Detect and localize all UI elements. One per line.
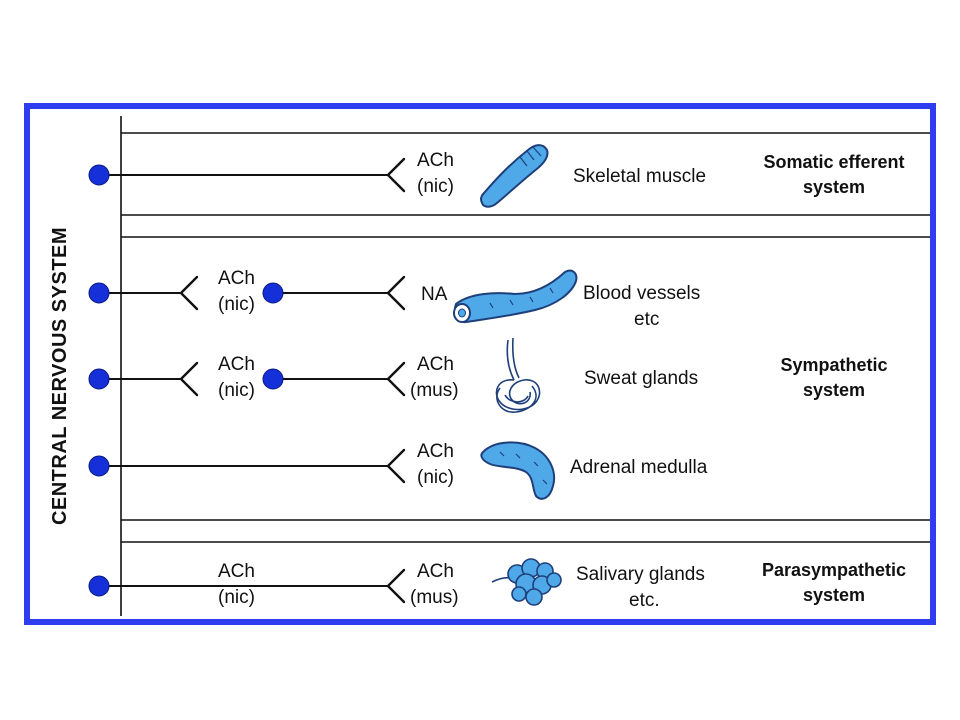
- somatic-pathway-row: ACh (nic) Skeletal muscle: [88, 144, 706, 208]
- salivary-gland-icon: [491, 558, 562, 606]
- preganglionic-receptor-label: (nic): [218, 380, 255, 401]
- nerve-ending-icon: [179, 275, 199, 311]
- cns-neuron-body: [88, 368, 110, 390]
- sweat-gland-icon: [495, 337, 541, 413]
- preganglionic-receptor-label: (nic): [218, 294, 255, 315]
- ganglion-neuron-body: [262, 282, 284, 304]
- transmitter-label: ACh: [417, 561, 454, 582]
- cns-neuron-body: [88, 455, 110, 477]
- transmitter-label: ACh: [417, 441, 454, 462]
- parasympathetic-system-label: Parasympathetic: [762, 560, 906, 580]
- receptor-label: (mus): [410, 380, 459, 401]
- receptor-label: (mus): [410, 587, 459, 608]
- nerve-ending-icon: [386, 448, 406, 484]
- somatic-system-label-2: system: [803, 177, 865, 197]
- cns-neuron-body: [88, 282, 110, 304]
- target-organ-label-2: etc.: [629, 590, 660, 611]
- cns-label: CENTRAL NERVOUS SYSTEM: [49, 227, 71, 525]
- ganglion-neuron-body: [262, 368, 284, 390]
- salivary-pathway-row: ACh (nic) ACh (mus) Salivary glands etc.: [88, 558, 705, 611]
- somatic-system-label: Somatic efferent: [763, 152, 904, 172]
- adrenal-pathway-row: ACh (nic) Adrenal medulla: [88, 441, 708, 500]
- system-labels: Somatic efferent system Sympathetic syst…: [762, 152, 906, 605]
- skeletal-muscle-icon: [479, 144, 549, 208]
- target-organ-label-2: etc: [634, 309, 659, 330]
- parasympathetic-system-label-2: system: [803, 585, 865, 605]
- target-organ-label: Sweat glands: [584, 368, 698, 389]
- nerve-ending-icon: [179, 361, 199, 397]
- blood-vessel-icon: [453, 269, 578, 324]
- preganglionic-receptor-label: (nic): [218, 587, 255, 608]
- cns-neuron-body: [88, 164, 110, 186]
- nerve-ending-icon: [386, 568, 406, 604]
- nerve-ending-icon: [386, 157, 406, 193]
- receptor-label: (nic): [417, 176, 454, 197]
- blood-vessel-pathway-row: ACh (nic) NA Blood vessels etc: [88, 268, 700, 330]
- transmitter-label: ACh: [417, 354, 454, 375]
- target-organ-label: Adrenal medulla: [570, 457, 708, 478]
- preganglionic-transmitter-label: ACh: [218, 354, 255, 375]
- cns-neuron-body: [88, 575, 110, 597]
- preganglionic-transmitter-label: ACh: [218, 561, 255, 582]
- nerve-ending-icon: [386, 361, 406, 397]
- sweat-gland-pathway-row: ACh (nic) ACh (mus) Sweat glands: [88, 337, 698, 413]
- target-organ-label: Skeletal muscle: [573, 166, 706, 187]
- sympathetic-system-label-2: system: [803, 380, 865, 400]
- transmitter-label: ACh: [417, 150, 454, 171]
- target-organ-label: Salivary glands: [576, 564, 705, 585]
- target-organ-label: Blood vessels: [583, 283, 700, 304]
- section-boundaries: [121, 132, 930, 543]
- receptor-label: (nic): [417, 467, 454, 488]
- diagram-frame: [24, 103, 936, 625]
- adrenal-medulla-icon: [480, 441, 555, 500]
- nerve-ending-icon: [386, 275, 406, 311]
- sympathetic-system-label: Sympathetic: [780, 355, 887, 375]
- preganglionic-transmitter-label: ACh: [218, 268, 255, 289]
- transmitter-label: NA: [421, 284, 448, 305]
